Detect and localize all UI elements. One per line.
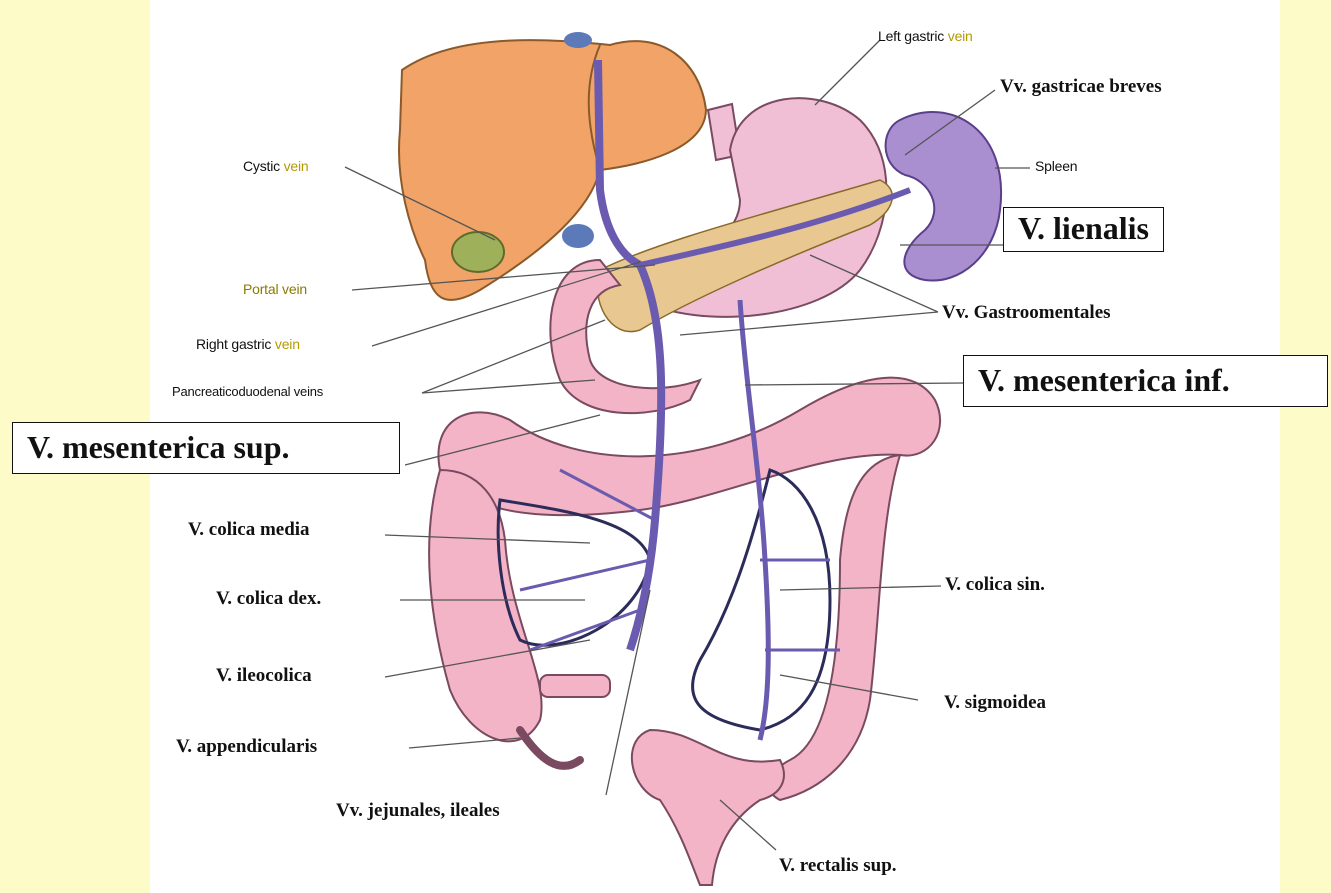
label-vv-jejunales-ileales: Vv. jejunales, ileales bbox=[336, 800, 500, 822]
label-v-lienalis: V. lienalis bbox=[1003, 207, 1164, 252]
label-spleen: Spleen bbox=[1035, 158, 1077, 174]
descending-colon bbox=[769, 455, 900, 800]
label-v-sigmoidea: V. sigmoidea bbox=[944, 692, 1046, 714]
label-v-colica-sin: V. colica sin. bbox=[945, 574, 1045, 596]
inferior-mesenteric-vein bbox=[740, 300, 768, 740]
label-v-rectalis-sup: V. rectalis sup. bbox=[779, 855, 897, 877]
terminal-ileum bbox=[540, 675, 610, 697]
label-left-gastric-vein: Left gastric vein bbox=[878, 28, 973, 44]
label-v-ileocolica: V. ileocolica bbox=[216, 665, 312, 687]
label-portal-vein: Portal vein bbox=[243, 281, 307, 297]
ivc-top bbox=[564, 32, 592, 48]
sigmoid-rectum bbox=[632, 730, 784, 885]
label-v-mesenterica-sup: V. mesenterica sup. bbox=[12, 422, 400, 474]
label-right-gastric-vein: Right gastric vein bbox=[196, 336, 300, 352]
ivc-mid bbox=[562, 224, 594, 248]
spleen bbox=[886, 112, 1002, 280]
label-v-appendicularis: V. appendicularis bbox=[176, 736, 317, 758]
label-v-mesenterica-inf: V. mesenterica inf. bbox=[963, 355, 1328, 407]
label-v-colica-dex: V. colica dex. bbox=[216, 588, 321, 610]
label-v-colica-media: V. colica media bbox=[188, 519, 310, 541]
gallbladder bbox=[452, 232, 504, 272]
label-vv-gastroomentales: Vv. Gastroomentales bbox=[942, 302, 1111, 324]
label-cystic-vein: Cystic vein bbox=[243, 158, 309, 174]
label-pancreaticoduodenal-veins: Pancreaticoduodenal veins bbox=[172, 384, 323, 399]
label-vv-gastricae-breves: Vv. gastricae breves bbox=[1000, 76, 1162, 98]
